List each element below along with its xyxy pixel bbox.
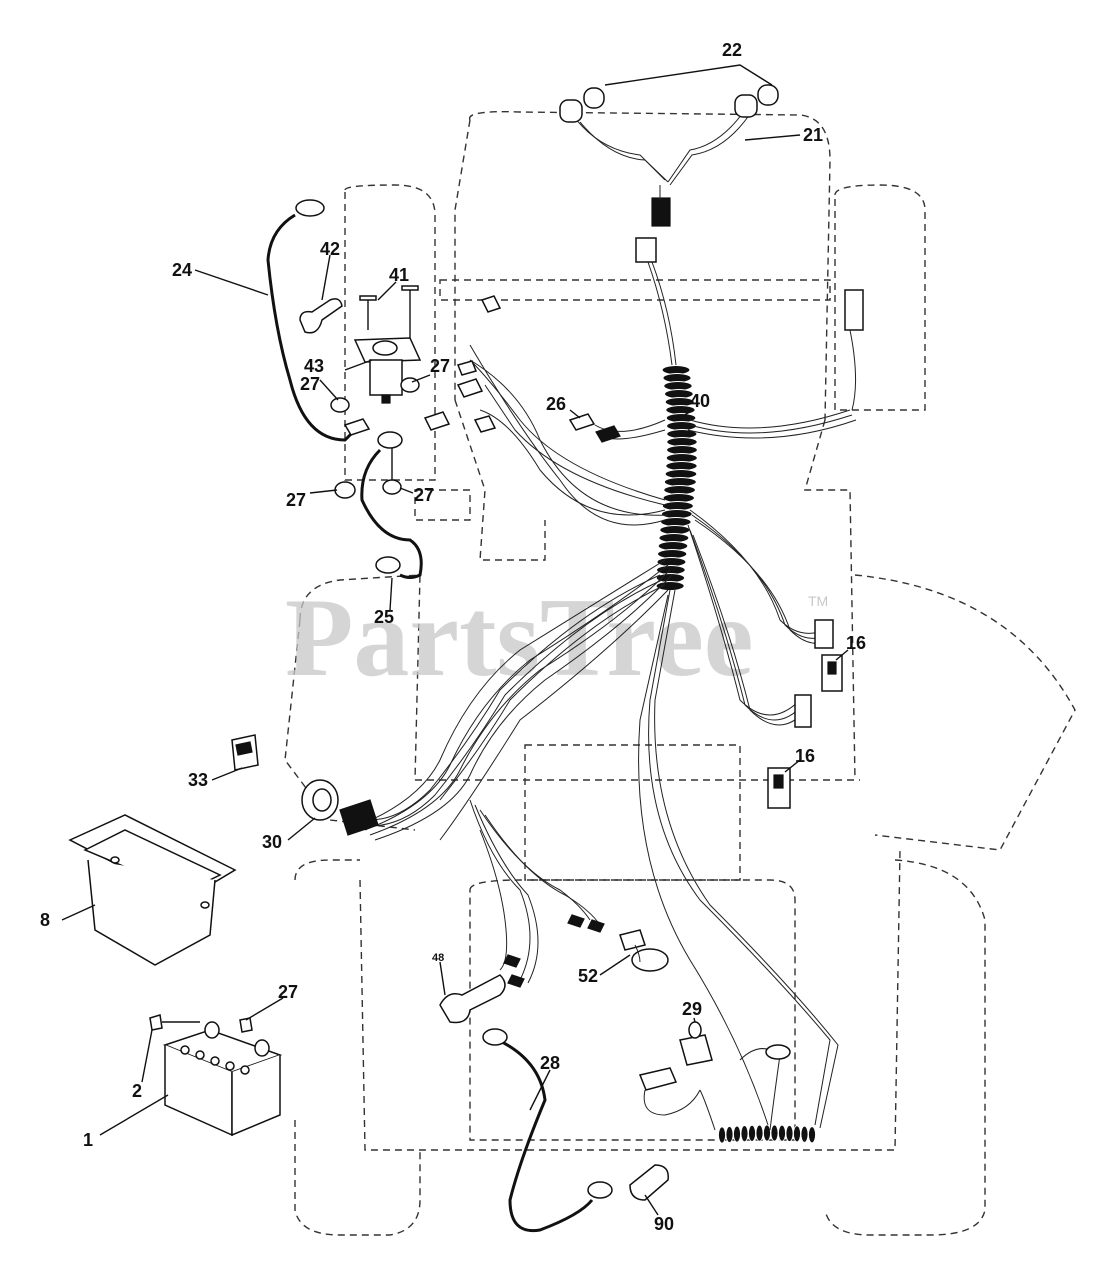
callout-21: 21	[803, 125, 823, 145]
seat-switch-52	[619, 929, 669, 972]
callout-8: 8	[40, 910, 50, 930]
callout-27-d: 27	[414, 485, 434, 505]
harness-connector-top	[635, 237, 657, 263]
coil-ring	[778, 1124, 786, 1142]
nut-27-d	[382, 479, 402, 495]
callout-22: 22	[722, 40, 742, 60]
plug-48	[439, 974, 506, 1024]
coil-ring	[808, 1126, 816, 1144]
solenoid-body	[369, 359, 403, 396]
callout-41: 41	[389, 265, 409, 285]
connector-16-upper	[821, 654, 843, 692]
callout-43: 43	[304, 356, 324, 376]
headlight-harness	[559, 84, 779, 263]
coil-ring	[740, 1125, 749, 1143]
coil-ring	[763, 1124, 771, 1142]
solenoid-cap	[299, 298, 343, 334]
switch-29-ring-terminal	[765, 1044, 791, 1060]
seat-switch-connector	[619, 929, 646, 951]
ignition-switch-30	[301, 779, 379, 836]
starter-solenoid-assembly	[299, 285, 422, 499]
callout-33: 33	[188, 770, 208, 790]
callout-42: 42	[320, 239, 340, 259]
callout-25: 25	[374, 607, 394, 627]
connector-26-male	[568, 413, 596, 431]
watermark-text: PartsTree	[285, 576, 754, 700]
callout-27-c: 27	[286, 490, 306, 510]
cable-28-bottom-terminal	[587, 1181, 613, 1199]
connector-26-female	[595, 425, 621, 443]
main-harness-loom	[359, 261, 864, 1129]
battery-nut-27	[239, 1017, 253, 1033]
watermark-trademark: TM	[808, 593, 828, 609]
cable-24-ring-terminal	[295, 199, 325, 217]
connector-16-upper-mate	[814, 619, 834, 649]
callout-27-e: 27	[278, 982, 298, 1002]
cable-25	[360, 431, 423, 579]
loom-ring	[655, 581, 685, 591]
callout-27-a: 27	[300, 374, 320, 394]
boot-90	[629, 1164, 669, 1201]
callout-26: 26	[546, 394, 566, 414]
callout-48: 48	[432, 952, 444, 964]
ignition-switch-plug	[339, 799, 379, 836]
cable-24	[266, 199, 371, 442]
callout-52: 52	[578, 966, 598, 986]
battery-1	[149, 1014, 283, 1137]
coil-ring	[800, 1125, 809, 1143]
headlight-bulb-left	[583, 87, 605, 109]
callout-28: 28	[540, 1053, 560, 1073]
connector-16-lower	[767, 767, 791, 809]
loom-rings	[655, 365, 698, 591]
callout-27-b: 27	[430, 356, 450, 376]
coil-ring	[733, 1125, 741, 1143]
connector-right-fender	[844, 289, 864, 331]
cable-28-top-terminal	[482, 1028, 508, 1046]
cable-28	[482, 1028, 613, 1233]
nut-27-c	[334, 481, 356, 499]
connector-16-lower-mate	[794, 694, 812, 728]
battery-box-8	[68, 814, 237, 966]
coil-ring	[785, 1125, 794, 1142]
cable-25-bottom-terminal	[375, 556, 401, 574]
callout-90: 90	[654, 1214, 674, 1234]
callout-16-lower: 16	[795, 746, 815, 766]
callout-24: 24	[172, 260, 192, 280]
coil-ring	[725, 1126, 734, 1143]
coil-rings	[718, 1124, 816, 1144]
connector-26	[568, 413, 621, 443]
headlight-socket-left	[559, 99, 583, 123]
callout-30: 30	[262, 832, 282, 852]
switch-29	[638, 1021, 816, 1144]
leader-lines	[61, 64, 849, 1216]
cable-25-top-terminal	[377, 431, 403, 449]
callout-16-upper: 16	[846, 633, 866, 653]
coil-ring	[748, 1124, 756, 1142]
coil-ring	[770, 1124, 779, 1142]
boot-90-body	[629, 1164, 669, 1201]
headlight-socket-right	[734, 94, 758, 118]
battery-bolt-2	[149, 1014, 163, 1031]
coil-ring	[718, 1126, 726, 1144]
seat-switch-pad	[631, 948, 669, 972]
headlight-connector	[651, 197, 671, 227]
relay-33	[231, 734, 259, 771]
terminal-connectors	[423, 295, 502, 433]
switch-29-connector	[638, 1067, 678, 1091]
plug-48-body	[439, 974, 506, 1024]
callout-labels: 22 21 24 42 41 43 27 27 27 27 25 26 40 1…	[40, 40, 866, 1234]
callout-2: 2	[132, 1081, 142, 1101]
callout-1: 1	[83, 1130, 93, 1150]
coil-ring	[793, 1125, 801, 1143]
callout-29: 29	[682, 999, 702, 1019]
coil-ring	[755, 1124, 764, 1142]
watermark: PartsTree TM	[285, 576, 828, 700]
nut-27-a	[330, 397, 350, 413]
switch-29-body	[679, 1034, 713, 1066]
headlight-bulb-right	[757, 84, 779, 106]
callout-40: 40	[690, 391, 710, 411]
